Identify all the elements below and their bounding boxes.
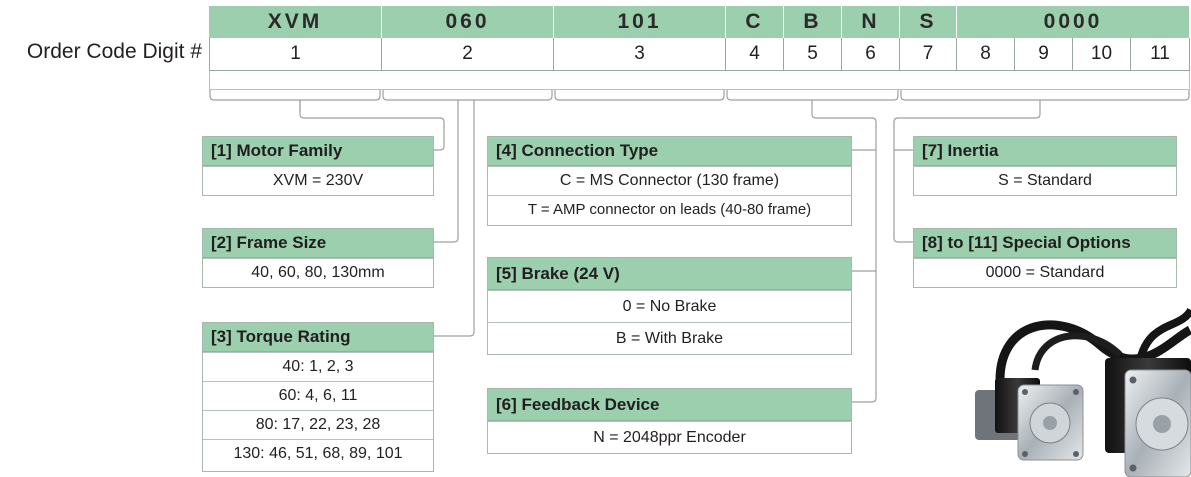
bracket-digit-2 bbox=[382, 88, 553, 101]
connection-type-option: T = AMP connector on leads (40-80 frame) bbox=[488, 195, 851, 224]
line-connection-group bbox=[811, 100, 877, 403]
bracket-digits-7-11 bbox=[900, 88, 1190, 101]
bracket-digit-1 bbox=[209, 88, 381, 112]
frame-size-box: [2] Frame Size 40, 60, 80, 130mm bbox=[202, 228, 434, 288]
brake-option: B = With Brake bbox=[488, 322, 851, 354]
inertia-title: [7] Inertia bbox=[914, 137, 1176, 166]
feedback-device-title: [6] Feedback Device bbox=[488, 389, 851, 421]
torque-rating-option: 40: 1, 2, 3 bbox=[203, 352, 433, 381]
bracket-digits-4-6 bbox=[726, 88, 899, 101]
code-segment-2: 060 bbox=[382, 6, 554, 38]
digit-cell: 11 bbox=[1131, 38, 1190, 71]
inertia-option: S = Standard bbox=[914, 166, 1176, 195]
digit-cell: 1 bbox=[209, 38, 382, 71]
digit-cell: 10 bbox=[1073, 38, 1131, 71]
code-segment-6: N bbox=[842, 6, 900, 38]
digit-cell: 9 bbox=[1015, 38, 1073, 71]
inertia-box: [7] Inertia S = Standard bbox=[913, 136, 1177, 196]
code-segment-5: B bbox=[784, 6, 842, 38]
torque-rating-option: 80: 17, 22, 23, 28 bbox=[203, 410, 433, 439]
code-segment-3: 101 bbox=[554, 6, 726, 38]
special-options-option: 0000 = Standard bbox=[914, 258, 1176, 287]
digit-cell: 6 bbox=[842, 38, 900, 71]
line-frame-size bbox=[434, 100, 459, 243]
connection-type-box: [4] Connection Type C = MS Connector (13… bbox=[487, 136, 852, 226]
torque-rating-title: [3] Torque Rating bbox=[203, 323, 433, 352]
code-entry-row bbox=[209, 71, 1190, 90]
code-segment-7: S bbox=[900, 6, 957, 38]
connection-type-option: C = MS Connector (130 frame) bbox=[488, 166, 851, 195]
line-options-group bbox=[893, 100, 1041, 243]
digit-cell: 5 bbox=[784, 38, 842, 71]
line-motor-family bbox=[299, 100, 445, 151]
servo-motors-photo bbox=[975, 307, 1191, 477]
code-segment-8-11: 0000 bbox=[957, 6, 1190, 38]
motor-family-box: [1] Motor Family XVM = 230V bbox=[202, 136, 434, 196]
digit-cell: 2 bbox=[382, 38, 554, 71]
digit-cell: 7 bbox=[900, 38, 957, 71]
bracket-digit-3 bbox=[554, 88, 725, 101]
digit-cell: 8 bbox=[957, 38, 1015, 71]
connection-type-title: [4] Connection Type bbox=[488, 137, 851, 166]
brake-box: [5] Brake (24 V) 0 = No Brake B = With B… bbox=[487, 257, 852, 355]
line-torque-rating bbox=[434, 100, 475, 337]
digit-cell: 4 bbox=[726, 38, 784, 71]
special-options-box: [8] to [11] Special Options 0000 = Stand… bbox=[913, 228, 1177, 288]
torque-rating-box: [3] Torque Rating 40: 1, 2, 3 60: 4, 6, … bbox=[202, 322, 434, 472]
special-options-title: [8] to [11] Special Options bbox=[914, 229, 1176, 258]
feedback-device-option: N = 2048ppr Encoder bbox=[488, 421, 851, 453]
code-segment-1: XVM bbox=[209, 6, 382, 38]
brake-option: 0 = No Brake bbox=[488, 290, 851, 322]
brake-title: [5] Brake (24 V) bbox=[488, 258, 851, 290]
feedback-device-box: [6] Feedback Device N = 2048ppr Encoder bbox=[487, 388, 852, 454]
torque-rating-option: 130: 46, 51, 68, 89, 101 bbox=[203, 439, 433, 468]
digit-cell: 3 bbox=[554, 38, 726, 71]
motor-family-title: [1] Motor Family bbox=[203, 137, 433, 166]
frame-size-option: 40, 60, 80, 130mm bbox=[203, 258, 433, 287]
order-code-row-label: Order Code Digit # bbox=[26, 40, 202, 63]
code-segment-4: C bbox=[726, 6, 784, 38]
torque-rating-option: 60: 4, 6, 11 bbox=[203, 381, 433, 410]
frame-size-title: [2] Frame Size bbox=[203, 229, 433, 258]
motor-family-option: XVM = 230V bbox=[203, 166, 433, 195]
